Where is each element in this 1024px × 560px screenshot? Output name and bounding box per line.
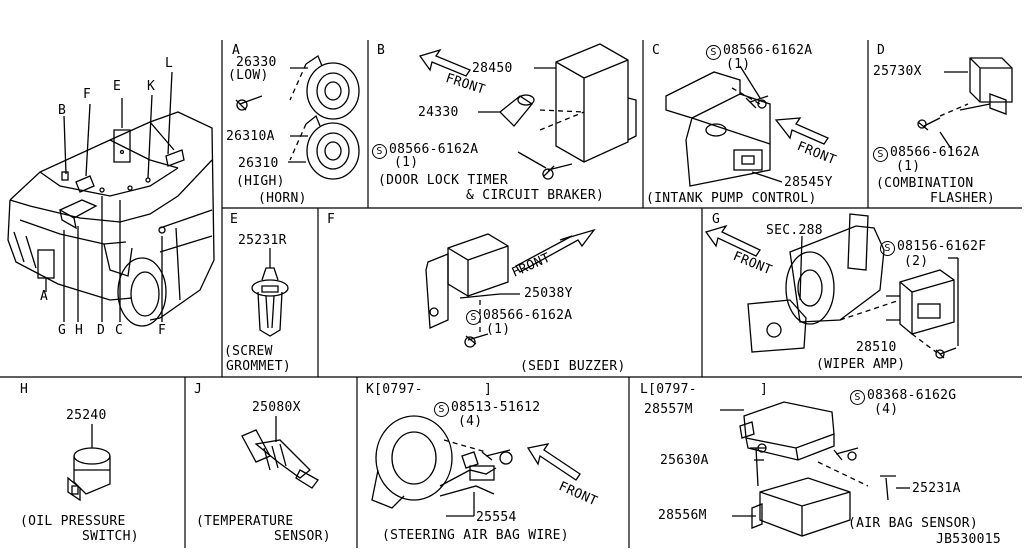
screw-grommet-illustration bbox=[251, 248, 289, 337]
part-28556m: 28556M bbox=[658, 508, 707, 523]
panel-g-bolt-qty: (2) bbox=[904, 254, 929, 269]
panel-f-caption: (SEDI BUZZER) bbox=[520, 359, 626, 374]
vehicle-label-j: H bbox=[75, 323, 83, 338]
panel-f-bolt-qty: (1) bbox=[486, 322, 511, 337]
diagram-id: JB530015 bbox=[936, 532, 1002, 547]
panel-k-header: K[0797- bbox=[366, 382, 423, 397]
panel-b-caption-1: (DOOR LOCK TIMER bbox=[378, 173, 509, 188]
panel-a-letter: A bbox=[232, 43, 241, 58]
s-symbol: S bbox=[434, 402, 449, 417]
part-25231a: 25231A bbox=[912, 481, 961, 496]
panel-l-date-end: ] bbox=[760, 382, 769, 397]
intank-pump-illustration bbox=[665, 65, 829, 187]
vehicle-label-b: B bbox=[58, 103, 66, 118]
s-symbol: S bbox=[873, 147, 888, 162]
part-28557m: 28557M bbox=[644, 402, 693, 417]
part-28510: 28510 bbox=[856, 340, 897, 355]
part-26330-note: (LOW) bbox=[228, 68, 269, 83]
wiper-amp-illustration bbox=[704, 213, 959, 359]
panel-l-bolt-qty: (4) bbox=[874, 402, 899, 417]
part-25231r: 25231R bbox=[238, 233, 287, 248]
part-25240: 25240 bbox=[66, 408, 107, 423]
part-26330: 26330 bbox=[236, 55, 277, 70]
panel-d-caption-1: (COMBINATION bbox=[876, 176, 974, 191]
panel-e-caption-1: (SCREW bbox=[224, 344, 273, 359]
part-26310a: 26310A bbox=[226, 129, 275, 144]
panel-e-letter: E bbox=[230, 212, 239, 227]
vehicle-label-g: F bbox=[83, 87, 91, 102]
panel-k-caption: (STEERING AIR BAG WIRE) bbox=[382, 528, 569, 543]
panel-k-date-end: ] bbox=[484, 382, 493, 397]
vehicle-label-l: L bbox=[165, 56, 173, 71]
vehicle-illustration bbox=[7, 71, 215, 327]
part-28450: 28450 bbox=[472, 61, 513, 76]
panel-c-letter: C bbox=[652, 43, 661, 58]
panel-f-letter: F bbox=[327, 212, 336, 227]
part-25080x: 25080X bbox=[252, 400, 301, 415]
oil-pressure-switch-illustration bbox=[67, 424, 111, 502]
part-25730x: 25730X bbox=[873, 64, 922, 79]
part-24330: 24330 bbox=[418, 105, 459, 120]
s-symbol: S bbox=[850, 390, 865, 405]
part-25038y: 25038Y bbox=[524, 286, 573, 301]
combination-flasher-illustration bbox=[917, 57, 1013, 151]
airbag-sensor-illustration bbox=[720, 401, 910, 537]
s-symbol: S bbox=[880, 241, 895, 256]
panel-g-caption: (WIPER AMP) bbox=[816, 357, 906, 372]
vehicle-label-d: D bbox=[97, 323, 105, 338]
panel-b-letter: B bbox=[377, 43, 386, 58]
sedi-buzzer-illustration bbox=[425, 228, 596, 348]
s-symbol: S bbox=[706, 45, 721, 60]
horn-illustration bbox=[235, 55, 360, 180]
panel-j-letter: J bbox=[194, 382, 203, 397]
steering-airbag-wire-illustration bbox=[371, 415, 581, 517]
panel-h-caption-2: SWITCH) bbox=[82, 529, 139, 544]
panel-j-caption-2: SENSOR) bbox=[274, 529, 331, 544]
panel-a-caption: (HORN) bbox=[258, 191, 307, 206]
panel-e-caption-2: GROMMET) bbox=[226, 359, 292, 374]
vehicle-label-k: K bbox=[147, 79, 155, 94]
temperature-sensor-illustration bbox=[241, 416, 319, 489]
vehicle-label-a: A bbox=[40, 289, 48, 304]
door-lock-timer-illustration bbox=[418, 43, 637, 180]
panel-l-caption: (AIR BAG SENSOR) bbox=[848, 516, 979, 531]
s-symbol: S bbox=[372, 144, 387, 159]
part-26310-note: (HIGH) bbox=[236, 174, 285, 189]
panel-g-letter: G bbox=[712, 212, 721, 227]
vehicle-label-e: E bbox=[113, 79, 121, 94]
panel-d-caption-2: FLASHER) bbox=[930, 191, 996, 206]
vehicle-label-c: C bbox=[115, 323, 123, 338]
part-26310: 26310 bbox=[238, 156, 279, 171]
panel-h-caption-1: (OIL PRESSURE bbox=[20, 514, 126, 529]
panel-j-caption-1: (TEMPERATURE bbox=[196, 514, 294, 529]
panel-h-letter: H bbox=[20, 382, 29, 397]
vehicle-label-h: G bbox=[58, 323, 66, 338]
panel-b-bolt-qty: (1) bbox=[394, 155, 419, 170]
panel-c-caption: (INTANK PUMP CONTROL) bbox=[646, 191, 817, 206]
panel-borders bbox=[0, 40, 1022, 548]
s-symbol: S bbox=[466, 310, 481, 325]
panel-c-bolt-qty: (1) bbox=[726, 57, 751, 72]
panel-k-bolt-qty: (4) bbox=[458, 414, 483, 429]
part-28545y: 28545Y bbox=[784, 175, 833, 190]
panel-b-caption-2: & CIRCUIT BRAKER) bbox=[466, 188, 605, 203]
panel-d-letter: D bbox=[877, 43, 886, 58]
part-25554: 25554 bbox=[476, 510, 517, 525]
panel-g-sec-ref: SEC.288 bbox=[766, 223, 823, 238]
panel-d-bolt-qty: (1) bbox=[896, 159, 921, 174]
vehicle-label-f: F bbox=[158, 323, 166, 338]
panel-l-header: L[0797- bbox=[640, 382, 697, 397]
part-25630a: 25630A bbox=[660, 453, 709, 468]
